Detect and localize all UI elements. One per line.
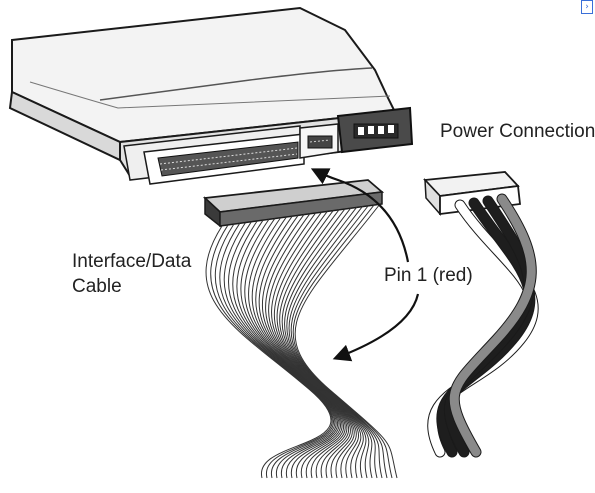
- molex-socket: [336, 106, 414, 154]
- power-connection-label: Power Connection: [440, 121, 595, 142]
- power-wire: [449, 194, 536, 457]
- ribbon-wire: [292, 204, 393, 479]
- pin1-label: Pin 1 (red): [384, 265, 473, 286]
- pin1-arrow-up: [310, 168, 410, 263]
- drive-lid-edge: [29, 81, 391, 109]
- expand-icon[interactable]: ›: [581, 0, 593, 14]
- jumper-block: [299, 123, 339, 159]
- power-wire: [444, 196, 534, 457]
- power-wire: [437, 198, 535, 457]
- pin1-arrow-down: [332, 293, 420, 362]
- drive-left-side: [8, 90, 121, 162]
- ribbon-connector: [202, 179, 385, 228]
- power-wire: [428, 200, 538, 457]
- ide-header: [143, 133, 305, 185]
- ribbon-cable: [205, 203, 398, 479]
- drive-lid-curve: [99, 67, 373, 101]
- ribbon-wire: [290, 205, 388, 479]
- power-cable: [427, 193, 539, 458]
- hard-drive: [8, 6, 414, 185]
- interface-cable-label-line1: Interface/Data: [72, 251, 192, 272]
- interface-cable-label-line2: Cable: [72, 276, 122, 297]
- ribbon-wire: [294, 203, 398, 479]
